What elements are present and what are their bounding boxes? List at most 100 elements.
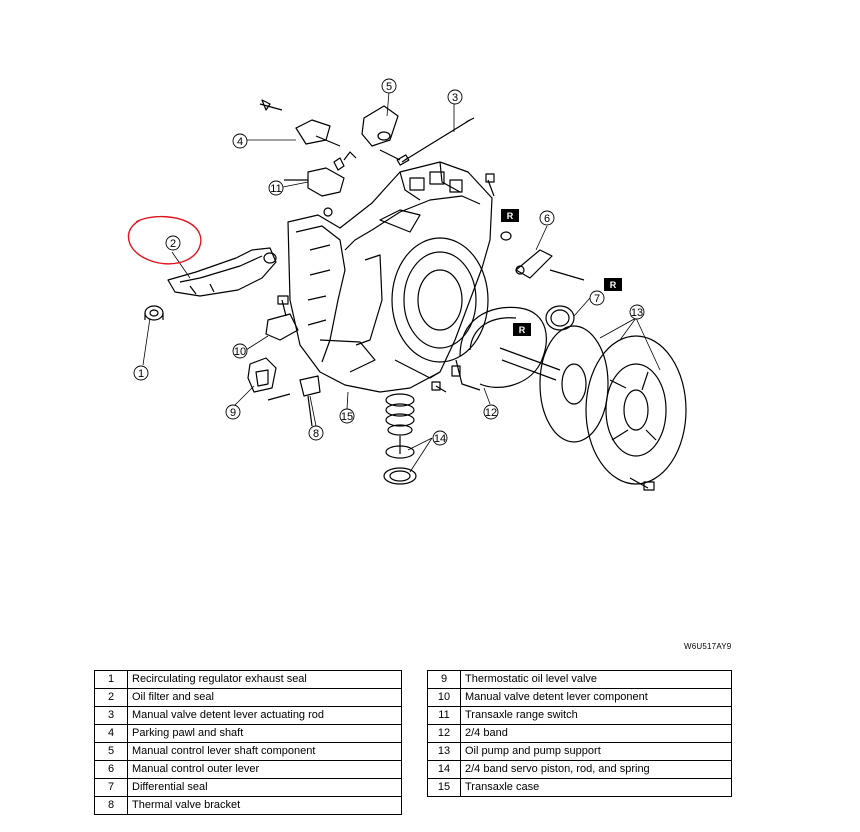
legend-description: 2/4 band servo piston, rod, and spring	[460, 760, 732, 779]
legend-number: 8	[94, 796, 128, 815]
legend-number: 2	[94, 688, 128, 707]
differential-seal-drawing	[500, 231, 575, 331]
svg-text:R: R	[507, 211, 514, 221]
legend-description: Manual control outer lever	[127, 760, 402, 779]
svg-text:7: 7	[594, 293, 600, 305]
svg-text:R: R	[519, 325, 526, 335]
legend-number: 4	[94, 724, 128, 743]
svg-text:4: 4	[237, 136, 243, 148]
callout-8: 8	[308, 425, 324, 441]
callout-numbers: 1 2 3 4 5 6 7 8 9 10 11 12 13 14 15	[133, 78, 645, 446]
replace-markers: R R R	[501, 209, 622, 336]
actuating-rod-drawing	[396, 117, 475, 166]
svg-text:11: 11	[270, 183, 281, 195]
legend-number: 15	[427, 778, 461, 797]
legend-number: 6	[94, 760, 128, 779]
legend-description: Manual valve detent lever component	[460, 688, 732, 707]
exploded-transaxle-diagram: 1 2 3 4 5 6 7 8 9 10 11 12 13 14 15 R R …	[127, 78, 687, 491]
callout-12: 12	[483, 404, 499, 420]
red-annotation-circle	[127, 215, 202, 265]
callout-3: 3	[447, 89, 463, 105]
callout-2: 2	[165, 235, 181, 251]
legend-number: 3	[94, 706, 128, 725]
legend-number: 5	[94, 742, 128, 761]
callout-11: 11	[268, 180, 284, 196]
detent-lever-drawing	[265, 295, 299, 341]
leader-lines	[142, 91, 661, 473]
svg-text:2: 2	[170, 238, 176, 250]
legend-description: Oil filter and seal	[127, 688, 402, 707]
legend-number: 1	[94, 670, 128, 689]
legend-number: 14	[427, 760, 461, 779]
thermostatic-valve-drawing	[247, 357, 291, 401]
legend-number: 9	[427, 670, 461, 689]
thermal-valve-bracket-drawing	[299, 375, 321, 427]
callout-4: 4	[232, 133, 248, 149]
callout-6: 6	[539, 210, 555, 226]
legend-description: 2/4 band	[460, 724, 732, 743]
servo-drawing	[383, 393, 417, 485]
svg-text:14: 14	[434, 433, 446, 445]
callout-13: 13	[629, 304, 645, 320]
callout-1: 1	[133, 365, 149, 381]
callout-14: 14	[432, 430, 448, 446]
figure-code: W6U517AY9	[684, 642, 732, 651]
callout-5: 5	[381, 78, 397, 94]
svg-text:13: 13	[631, 307, 643, 319]
outer-lever-drawing	[515, 249, 585, 281]
legend-description: Oil pump and pump support	[460, 742, 732, 761]
legend-number: 7	[94, 778, 128, 797]
legend-description: Recirculating regulator exhaust seal	[127, 670, 402, 689]
callout-10: 10	[232, 343, 248, 359]
replace-marker-3: R	[513, 323, 531, 336]
svg-text:R: R	[610, 280, 617, 290]
svg-text:10: 10	[234, 346, 246, 358]
bolt-drawings	[431, 173, 495, 393]
legend-number: 13	[427, 742, 461, 761]
svg-text:8: 8	[313, 428, 319, 440]
legend-description: Transaxle range switch	[460, 706, 732, 725]
legend-number: 10	[427, 688, 461, 707]
regulator-seal-drawing	[144, 305, 164, 321]
svg-text:1: 1	[138, 368, 144, 380]
callout-15: 15	[339, 408, 355, 424]
legend-description: Thermal valve bracket	[127, 796, 402, 815]
replace-marker-1: R	[501, 209, 519, 222]
band-drawing	[451, 306, 547, 391]
svg-text:9: 9	[230, 407, 236, 419]
legend-description: Manual valve detent lever actuating rod	[127, 706, 402, 725]
parking-pawl-drawing	[259, 99, 341, 147]
svg-text:5: 5	[386, 81, 392, 93]
svg-text:3: 3	[452, 92, 458, 104]
svg-text:15: 15	[341, 411, 353, 423]
svg-text:12: 12	[485, 407, 497, 419]
legend-description: Manual control lever shaft component	[127, 742, 402, 761]
transaxle-case-drawing	[287, 161, 493, 393]
legend-number: 11	[427, 706, 461, 725]
replace-marker-2: R	[604, 278, 622, 291]
control-lever-shaft-drawing	[343, 105, 401, 161]
legend-number: 12	[427, 724, 461, 743]
legend-description: Differential seal	[127, 778, 402, 797]
legend-description: Transaxle case	[460, 778, 732, 797]
legend-description: Thermostatic oil level valve	[460, 670, 732, 689]
legend-description: Parking pawl and shaft	[127, 724, 402, 743]
callout-7: 7	[589, 290, 605, 306]
svg-text:6: 6	[544, 213, 550, 225]
